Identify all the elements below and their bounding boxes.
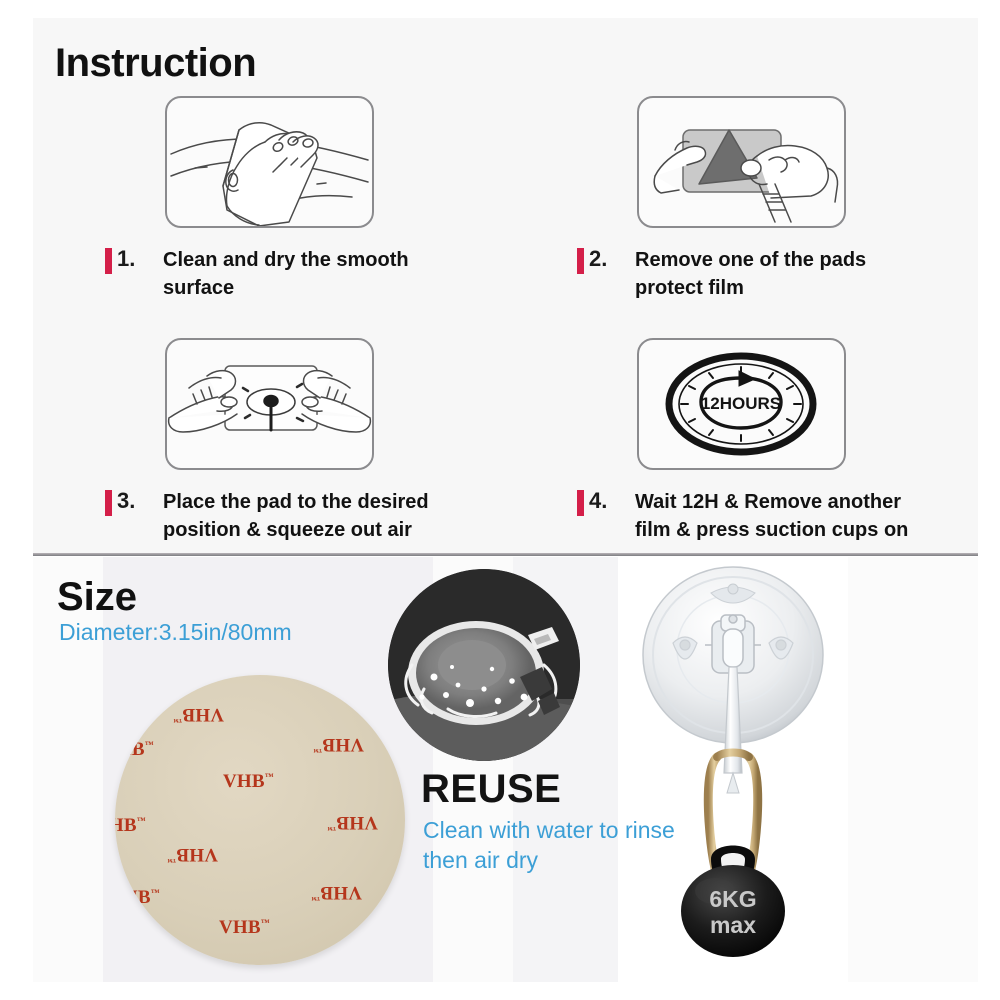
vhb-mark: VHB™ (167, 844, 218, 865)
vhb-mark: VHB™ (219, 917, 270, 938)
suction-hook-illustration: 6KG max (642, 566, 824, 957)
kettlebell-weight-icon: 6KG max (681, 845, 785, 957)
reuse-title: REUSE (421, 767, 562, 811)
instruction-steps-grid: 1. Clean and dry the smooth surface (33, 96, 978, 544)
hand-wiping-surface-icon (169, 121, 369, 226)
reuse-line-1: Clean with water to rinse (423, 817, 675, 843)
step-3-illustration (164, 338, 374, 470)
clock-12hours-icon: 12HOURS (665, 352, 816, 456)
step-marker-bar (577, 248, 584, 274)
step-4: 12HOURS 4. Wait 12H & Remove another fil… (505, 338, 977, 544)
section-divider (33, 553, 978, 556)
step-1-number: 1. (117, 246, 136, 271)
size-title: Size (57, 575, 138, 619)
step-3-caption: 3. Place the pad to the desired position… (33, 488, 505, 544)
step-1: 1. Clean and dry the smooth surface (33, 96, 505, 302)
size-section: Size Diameter:3.15in/80mm VHB™ VHB™ VHB™… (33, 557, 978, 982)
vhb-mark: VHB™ (115, 739, 154, 760)
step-1-caption: 1. Clean and dry the smooth surface (33, 246, 505, 302)
step-3-text: Place the pad to the desired position & … (163, 491, 429, 541)
step-2: 2. Remove one of the pads protect film (505, 96, 977, 302)
row-spacer (33, 302, 978, 338)
vhb-disc-surface: VHB™ VHB™ VHB™ VHB™ VHB™ VHB™ VHB™ VHB™ … (115, 675, 405, 965)
diameter-label: Diameter:3.15in/80mm (59, 619, 292, 645)
page-title: Instruction (55, 41, 257, 85)
step-1-text: Clean and dry the smooth surface (163, 249, 409, 299)
step-marker-bar (105, 490, 112, 516)
step-3-number: 3. (117, 488, 136, 513)
vhb-mark: VHB™ (223, 771, 274, 792)
hook-shaft (723, 666, 743, 774)
step-4-caption: 4. Wait 12H & Remove another film & pres… (505, 488, 977, 544)
reuse-description: Clean with water to rinse then air dry (423, 815, 723, 875)
step-marker-bar (105, 248, 112, 274)
step-row: 1. Clean and dry the smooth surface (33, 96, 978, 302)
step-1-illustration (164, 96, 374, 228)
two-hands-pressing-pad-icon (167, 365, 371, 433)
weight-label-max: max (710, 912, 756, 938)
instruction-section: Instruction (33, 18, 978, 553)
vhb-mark: VHB™ (115, 815, 146, 836)
suction-cup-icon (642, 566, 824, 744)
reuse-photo (388, 569, 580, 761)
step-3: 3. Place the pad to the desired position… (33, 338, 505, 544)
cup-water-splash-photo (388, 569, 580, 761)
step-4-number: 4. (589, 488, 608, 513)
step-4-illustration: 12HOURS (636, 338, 846, 470)
step-2-caption: 2. Remove one of the pads protect film (505, 246, 977, 302)
vhb-mark: VHB™ (173, 704, 224, 725)
weight-label-kg: 6KG (709, 886, 756, 912)
step-2-illustration (636, 96, 846, 228)
step-row: 3. Place the pad to the desired position… (33, 338, 978, 544)
step-marker-bar (577, 490, 584, 516)
step-4-text: Wait 12H & Remove another film & press s… (635, 491, 909, 541)
step-2-number: 2. (589, 246, 608, 271)
reuse-line-2: then air dry (423, 847, 539, 873)
step-2-text: Remove one of the pads protect film (635, 249, 867, 299)
vhb-mark: VHB™ (311, 882, 362, 903)
clock-label: 12HOURS (700, 394, 780, 413)
vhb-mark: VHB™ (313, 734, 364, 755)
vhb-mark: VHB™ (115, 887, 160, 908)
vhb-mark: VHB™ (327, 812, 378, 833)
hands-peeling-film-icon (653, 129, 838, 223)
adhesive-disc: VHB™ VHB™ VHB™ VHB™ VHB™ VHB™ VHB™ VHB™ … (115, 675, 405, 965)
suction-hook-assembly: 6KG max (611, 559, 861, 979)
